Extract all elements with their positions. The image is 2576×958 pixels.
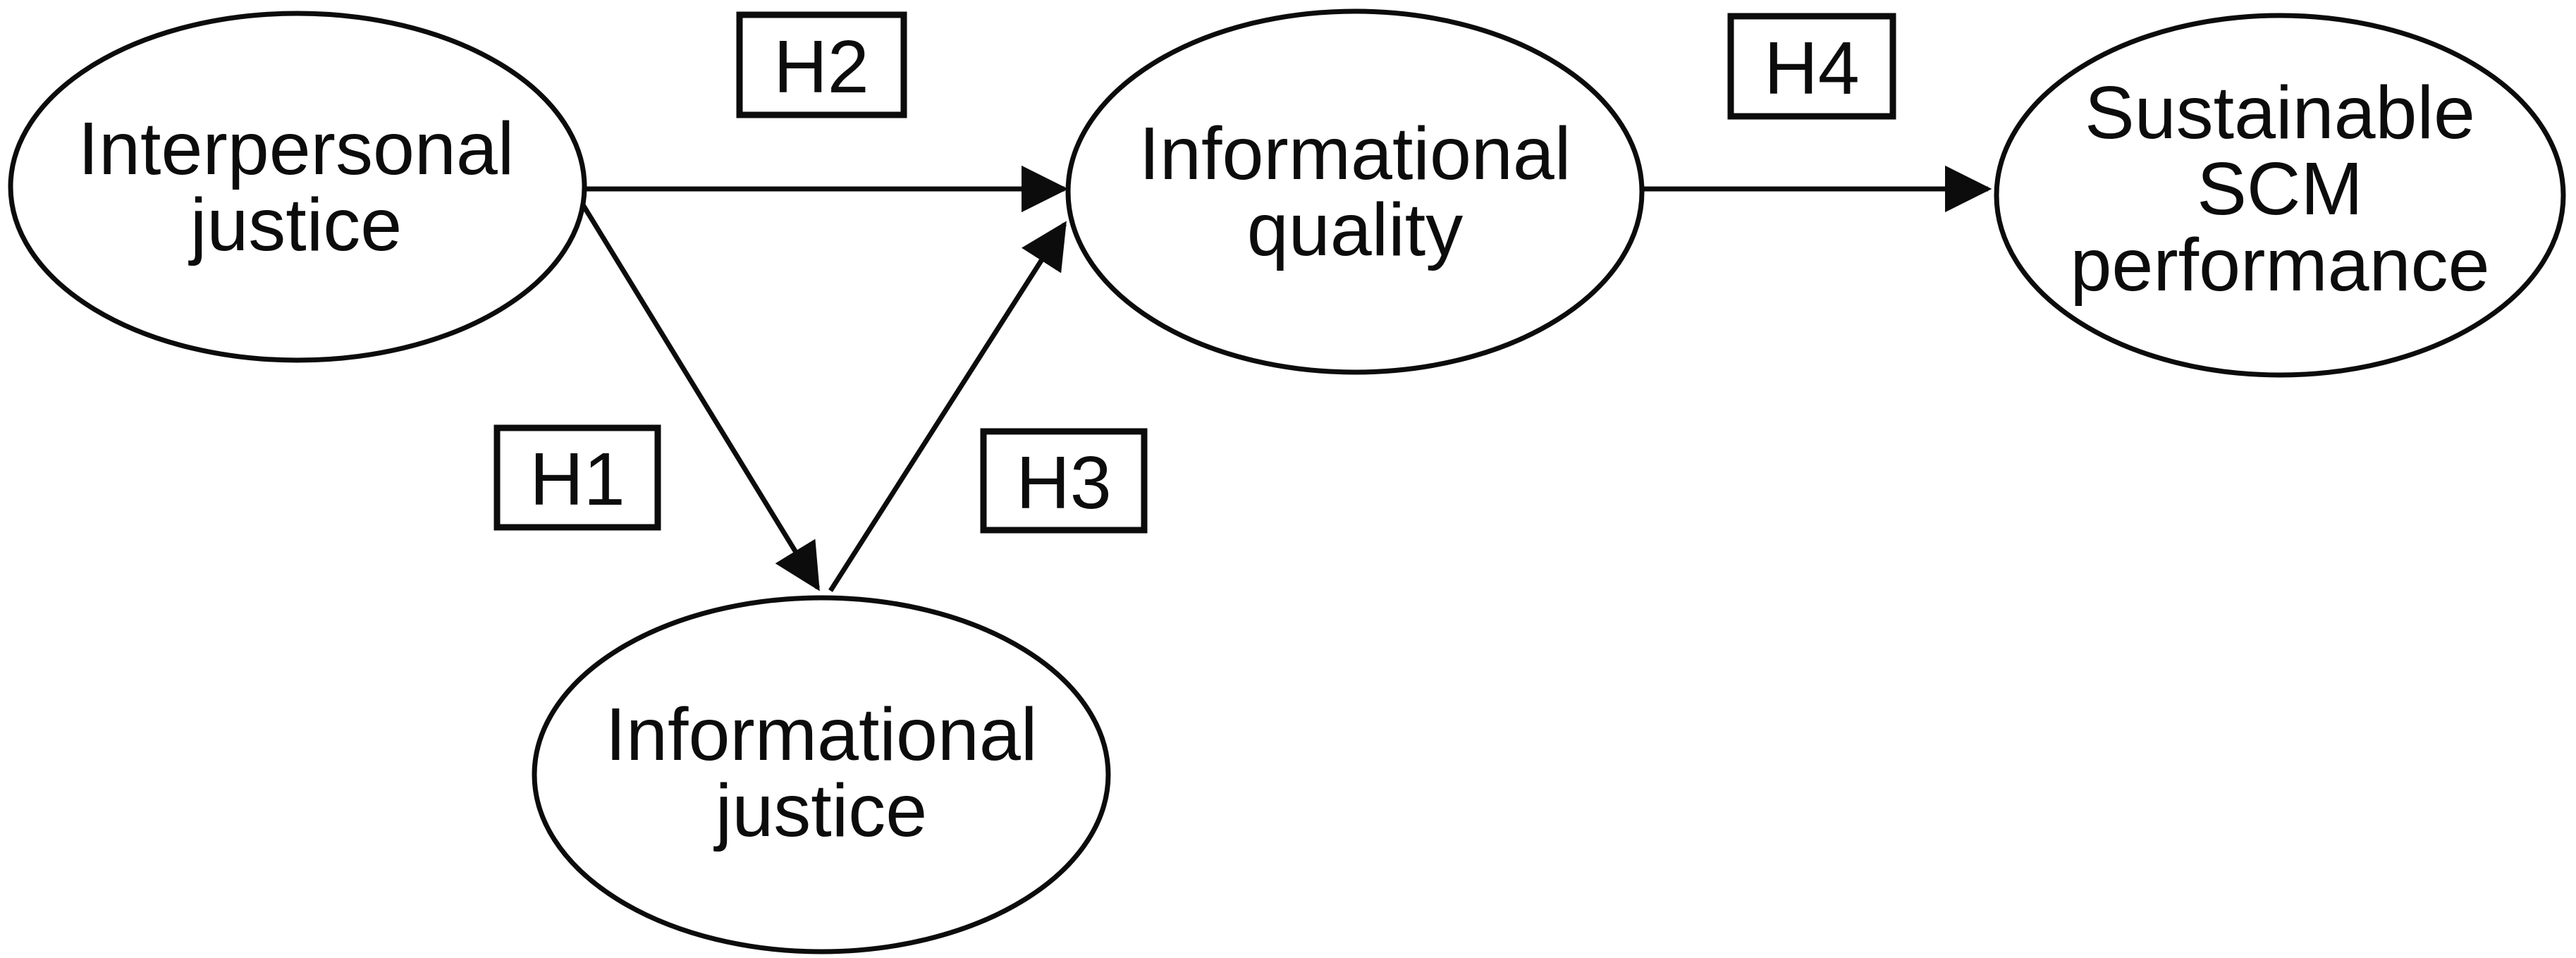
node-sustainable-scm-performance-label-line1: Sustainable — [2085, 71, 2475, 154]
hypothesis-box-h1 — [493, 424, 661, 531]
node-informational-justice-label-line1: Informational — [606, 693, 1038, 776]
hypothesis-box-h3 — [980, 428, 1148, 534]
hypothesis-box-h4 — [1727, 13, 1896, 120]
node-interpersonal-justice-label-line1: Interpersonal — [78, 107, 515, 190]
hypothesis-label-h4: H4 — [1764, 27, 1860, 110]
node-interpersonal-justice-label-line2: justice — [188, 183, 402, 266]
hypothesis-label-h1: H1 — [529, 438, 625, 521]
edge-h1-arrow — [575, 193, 820, 591]
node-informational-quality-label-line1: Informational — [1139, 112, 1571, 195]
hypothesis-box-h2 — [736, 11, 907, 118]
node-sustainable-scm-performance-label-line3: performance — [2070, 223, 2489, 307]
hypothesis-label-h3: H3 — [1016, 441, 1112, 524]
node-informational-justice-ellipse — [532, 595, 1111, 954]
node-informational-quality-label-line2: quality — [1247, 188, 1463, 271]
node-sustainable-scm-performance-label-line2: SCM — [2197, 147, 2363, 231]
node-informational-quality-ellipse — [1065, 8, 1645, 375]
edge-h3-arrow — [828, 221, 1067, 592]
node-informational-justice-label-line2: justice — [713, 769, 927, 852]
node-interpersonal-justice-ellipse — [8, 11, 587, 363]
node-sustainable-scm-performance-ellipse — [1994, 13, 2566, 378]
hypothesis-label-h2: H2 — [773, 25, 869, 109]
